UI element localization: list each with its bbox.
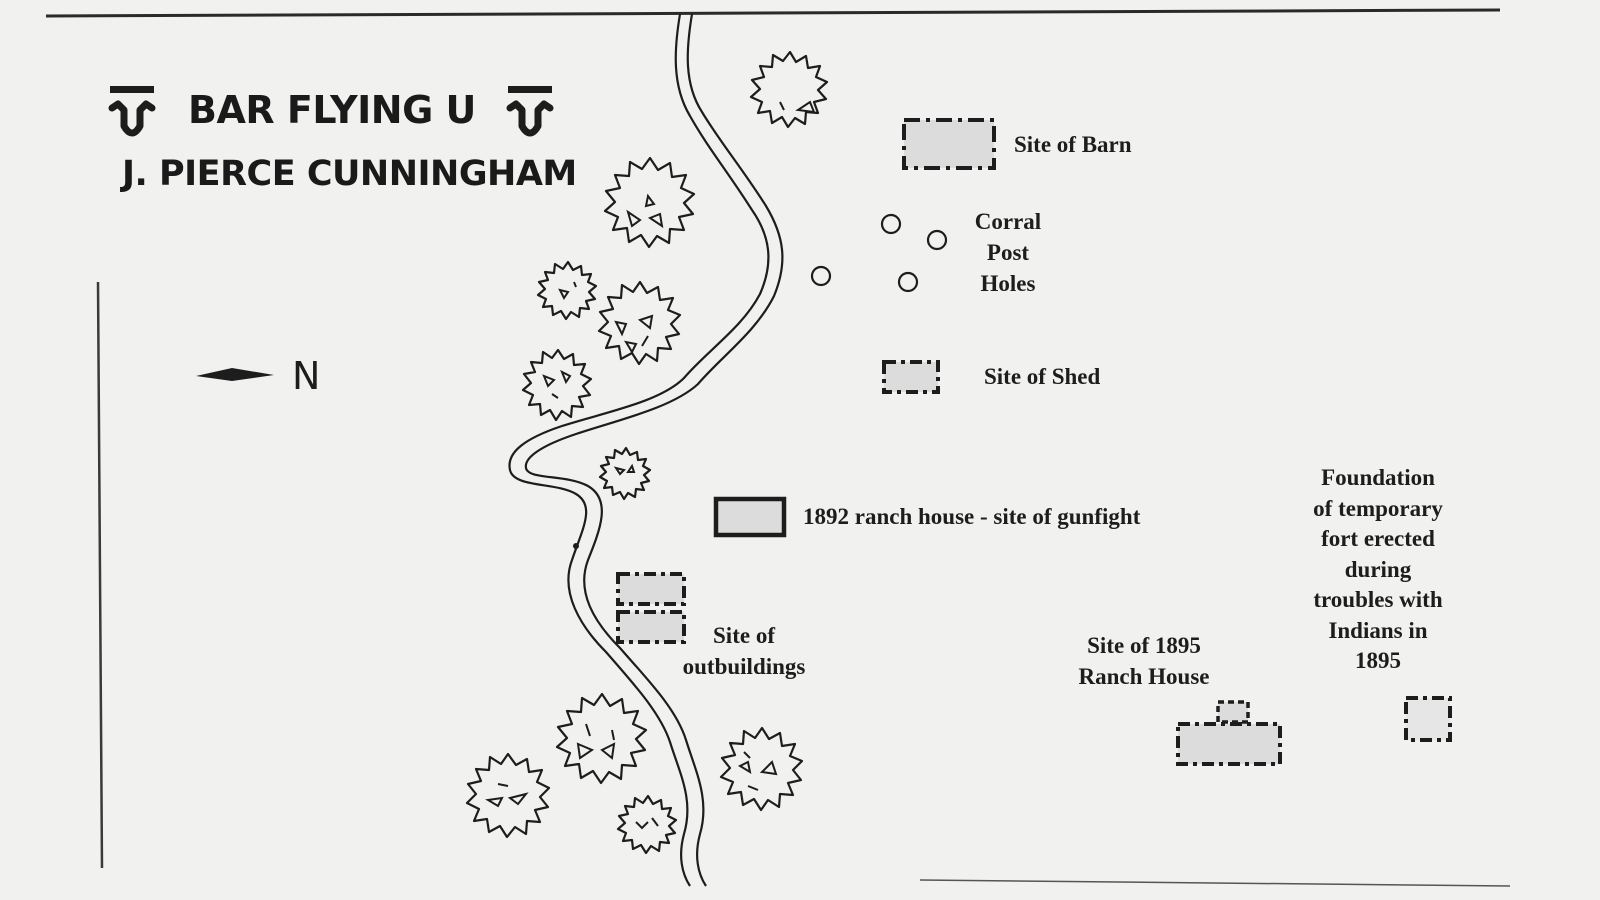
tree-icon — [555, 692, 648, 785]
left-border-line — [96, 281, 104, 869]
outbuildings-label-line: Site of — [713, 623, 775, 648]
north-arrow-icon — [196, 368, 274, 381]
barn-label: Site of Barn — [1014, 132, 1132, 157]
fort-label-line: Foundation — [1321, 465, 1435, 490]
corral-label-line: Post — [986, 240, 1030, 265]
top-border-line — [45, 8, 1501, 18]
barn-site-marker — [902, 118, 996, 170]
ranch-house-1895-label-line: Ranch House — [1078, 664, 1210, 689]
fort-foundation-marker — [1404, 696, 1452, 742]
outbuildings-site-marker — [616, 572, 686, 644]
fort-label-line: of temporary — [1313, 495, 1443, 521]
shed-label: Site of Shed — [984, 364, 1101, 389]
fort-label-line: 1895 — [1355, 648, 1401, 673]
fort-label: Foundation of temporary fort erected dur… — [1300, 463, 1456, 677]
map-title: BAR FLYING U — [188, 88, 476, 132]
north-label: N — [292, 354, 321, 398]
fort-label-line: during — [1344, 556, 1412, 582]
fort-label-line: troubles with — [1313, 587, 1443, 612]
tree-icon — [597, 280, 682, 366]
tree-icon — [749, 50, 829, 129]
bar-flying-u-brand-icon — [110, 86, 154, 133]
fort-label-line: Indians in — [1328, 617, 1428, 643]
ranch-house-1892-label: 1892 ranch house - site of gunfight — [803, 504, 1141, 529]
tree-icon — [521, 348, 593, 422]
tree-icon — [598, 446, 652, 501]
ranch-house-1895-label-line: Site of 1895 — [1087, 633, 1201, 658]
tree-icon — [465, 752, 551, 839]
creek — [508, 13, 784, 887]
fort-label-line: fort erected — [1321, 526, 1435, 551]
corral-label: Corral Post Holes — [960, 206, 1056, 299]
outbuildings-label: Site of outbuildings — [672, 620, 816, 682]
tree-icon — [719, 726, 804, 812]
map-subtitle-owner: J. PIERCE CUNNINGHAM — [122, 154, 577, 194]
ranch-house-1892-marker — [713, 496, 787, 538]
tree-icon — [536, 260, 598, 321]
corral-label-line: Corral — [974, 209, 1042, 234]
ranch-house-1895-marker — [1176, 700, 1282, 766]
bottom-border-line — [919, 879, 1511, 887]
bar-flying-u-brand-icon — [508, 86, 552, 133]
tree-icon — [616, 794, 678, 855]
corral-post-holes-marker — [810, 213, 948, 293]
corral-label-line: Holes — [980, 271, 1036, 296]
ranch-house-1895-label: Site of 1895 Ranch House — [1062, 630, 1226, 692]
shed-site-marker — [882, 360, 940, 394]
outbuildings-label-line: outbuildings — [682, 654, 806, 679]
tree-icon — [603, 156, 696, 249]
